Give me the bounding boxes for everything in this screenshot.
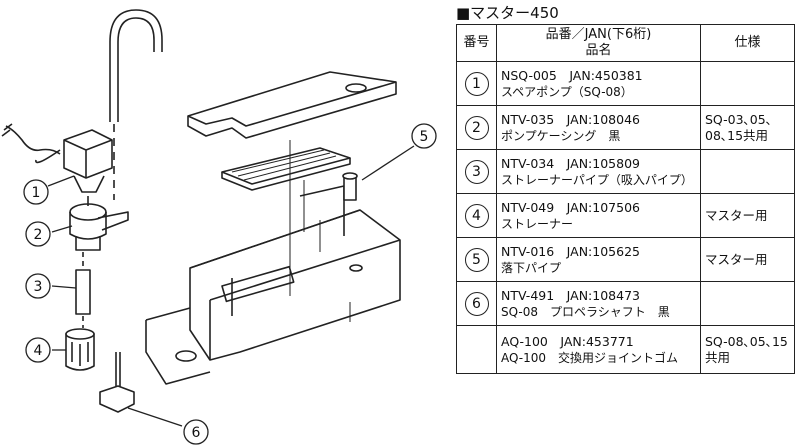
callout-3 [25,273,51,299]
strainer-pipe-drawing [75,252,91,315]
filter-lid-drawing [187,71,397,139]
row-name: スペアポンプ（SQ-08） [501,84,633,99]
row-number-badge: 5 [464,247,489,272]
callout-6 [183,419,209,445]
row-spec [700,61,795,106]
row-spec: マスター用 [700,193,795,238]
outlet-pipe-drawing [109,9,163,122]
drop-pipe-drawing [342,172,358,201]
row-spec: SQ-08､05､15共用 [700,325,795,374]
parts-table: 番号 品番／JAN(下6桁) 品名 仕様 1 NSQ-005 JAN:45038… [456,24,795,374]
row-code: NTV-016 JAN:105625 [501,243,640,259]
row-number-badge: 3 [464,159,489,184]
row-name: ポンプケーシング 黒 [501,128,621,143]
propeller-shaft-drawing [99,352,135,413]
row-code: NTV-491 JAN:108473 [501,287,640,303]
row-spec: マスター用 [700,237,795,282]
pump-motor-drawing [1,123,113,193]
callout-label-3: 3 [34,279,43,295]
row-name: ストレーナー [501,216,574,231]
row-spec [700,281,795,326]
row-code: NTV-034 JAN:105809 [501,155,640,171]
row-code: AQ-100 JAN:453771 [501,333,634,349]
callout-1 [23,179,49,205]
row-spec: SQ-03､05､08､15共用 [700,105,795,150]
row-name: SQ-08 プロペラシャフト 黒 [501,304,670,319]
header-item-line1: 品番／JAN(下6桁) [545,27,652,42]
row-name: ストレーナーパイプ（吸入パイプ） [501,172,693,187]
header-spec: 仕様 [700,24,795,62]
callout-2 [25,221,51,247]
row-name: AQ-100 交換用ジョイントゴム [501,350,679,365]
header-number: 番号 [456,24,497,62]
row-code: NTV-035 JAN:108046 [501,111,640,127]
row-number-badge: 1 [464,71,489,96]
pump-casing-drawing [69,196,129,251]
row-code: NSQ-005 JAN:450381 [501,67,643,83]
row-number-badge: 2 [464,115,489,140]
filter-box-drawing [145,185,401,385]
row-code: NTV-049 JAN:107506 [501,199,640,215]
exploded-parts-diagram: 1 2 3 4 6 5 [1,9,437,445]
row-number-badge: 4 [464,203,489,228]
row-spec [700,149,795,194]
callout-label-5: 5 [420,129,429,145]
row-number-badge: 6 [464,291,489,316]
page-title: ■マスター450 [456,4,559,22]
header-item-line2: 品名 [585,43,612,58]
table-header-row: 番号 品番／JAN(下6桁) 品名 仕様 [456,24,795,62]
callout-5 [411,123,437,149]
row-name: 落下パイプ [501,260,562,275]
callout-label-2: 2 [34,227,43,243]
callout-label-1: 1 [32,185,41,201]
header-item: 品番／JAN(下6桁) 品名 [496,24,701,62]
callout-label-4: 4 [34,343,43,359]
filter-grate-drawing [221,147,351,191]
strainer-drawing [65,316,95,371]
callout-4 [25,337,51,363]
callout-label-6: 6 [192,425,201,441]
